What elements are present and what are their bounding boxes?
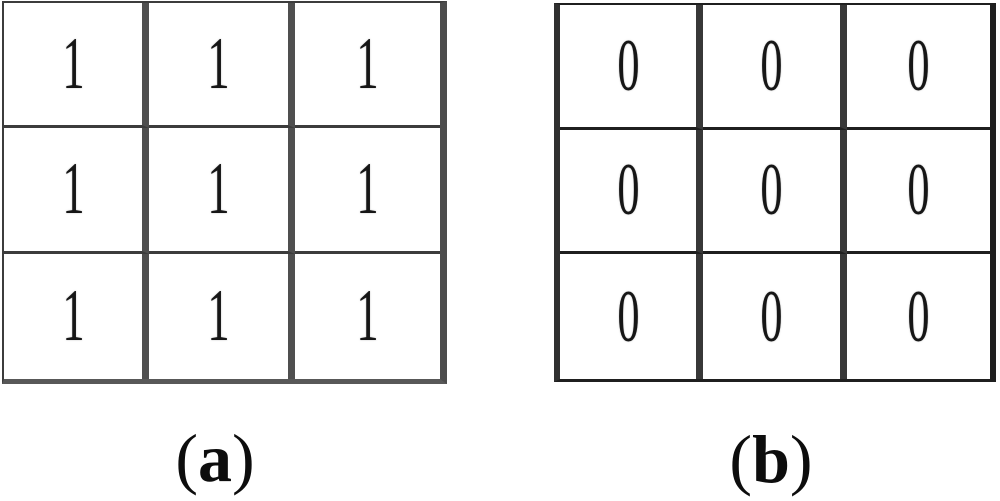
matrix-cell: 1 — [149, 128, 295, 254]
caption-panel-a: (a) — [175, 424, 254, 492]
cell-value: 1 — [356, 23, 379, 106]
cell-value: 0 — [760, 24, 783, 107]
matrix-cell: 0 — [703, 254, 847, 379]
caption-letter: a — [198, 420, 232, 496]
matrix-cell: 1 — [4, 253, 150, 379]
caption-close-paren: ) — [789, 421, 813, 497]
matrix-cell: 1 — [149, 3, 295, 129]
cell-value: 0 — [907, 24, 930, 107]
cell-value: 1 — [356, 148, 379, 231]
caption-close-paren: ) — [232, 420, 255, 496]
caption-open-paren: ( — [729, 421, 753, 497]
cell-value: 0 — [617, 149, 640, 232]
caption-letter: b — [752, 421, 790, 497]
matrix-cell: 0 — [560, 129, 704, 255]
cell-value: 1 — [62, 23, 85, 106]
caption-panel-b: (b) — [729, 425, 812, 493]
matrix-cell: 1 — [4, 128, 150, 254]
cell-value: 0 — [907, 275, 930, 358]
cell-value: 1 — [207, 23, 230, 106]
cell-value: 0 — [760, 149, 783, 232]
matrix-cell: 0 — [703, 129, 847, 255]
matrix-cell: 1 — [294, 128, 440, 254]
matrix-grid-a: 1 1 1 1 1 1 1 1 1 — [2, 1, 447, 384]
caption-open-paren: ( — [175, 420, 198, 496]
cell-value: 1 — [207, 148, 230, 231]
matrix-cell: 0 — [703, 5, 847, 130]
matrix-cell: 0 — [846, 254, 990, 379]
cell-value: 1 — [356, 275, 379, 358]
cell-value: 1 — [207, 275, 230, 358]
cell-value: 0 — [760, 275, 783, 358]
matrix-cell: 0 — [560, 254, 704, 379]
cell-value: 1 — [62, 275, 85, 358]
matrix-cell: 1 — [149, 253, 295, 379]
cell-value: 0 — [907, 149, 930, 232]
matrix-grid-b: 0 0 0 0 0 0 0 0 0 — [554, 3, 996, 382]
cell-value: 0 — [617, 275, 640, 358]
matrix-cell: 1 — [4, 3, 150, 129]
cell-value: 0 — [617, 24, 640, 107]
matrix-cell: 1 — [294, 253, 440, 379]
matrix-cell: 1 — [294, 3, 440, 129]
matrix-cell: 0 — [846, 5, 990, 130]
matrix-cell: 0 — [560, 5, 704, 130]
matrix-cell: 0 — [846, 129, 990, 255]
cell-value: 1 — [62, 148, 85, 231]
